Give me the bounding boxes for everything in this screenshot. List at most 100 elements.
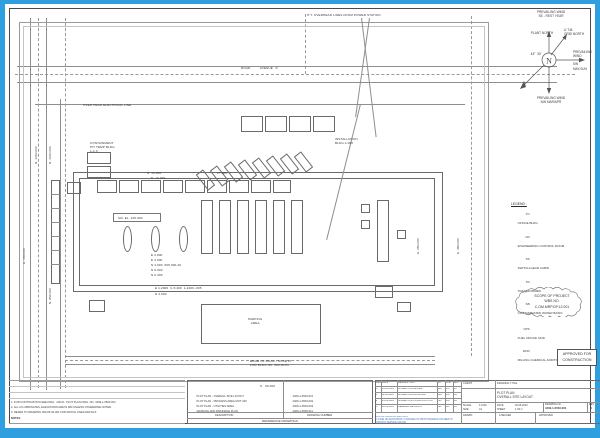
rev-header-desc: DESCRIPTION [398, 381, 415, 384]
strip-div-4 [51, 236, 60, 237]
approved-column-header: APPROVED [539, 414, 553, 417]
rev-row-rev: 2 [376, 399, 378, 402]
legend-sep: : [519, 284, 521, 288]
tank-pad-1 [89, 300, 105, 312]
legend-code: TO [525, 212, 530, 216]
legend-desc: MILLING CHEMICAL ADDITION [517, 358, 561, 362]
rev-value: 4 [590, 407, 592, 410]
drawing-title-label: DRAWING TITLE [497, 382, 518, 385]
rev-row-by: AM [438, 393, 442, 396]
size-label: SIZE [463, 408, 469, 411]
wind-label-utm-grid-north: U.T.M. GRID NORTH [564, 28, 585, 37]
tbr-rev-col-4 [445, 380, 446, 412]
tbr-title-rule-1 [461, 388, 600, 389]
svg-text:N: N [546, 57, 552, 66]
equipment-box-row-a9 [273, 180, 291, 193]
notes-block: 1. FOR CONTINUATION SEE DWG. 200.01 PLOT… [9, 380, 185, 424]
legend-sep: : [519, 261, 521, 266]
ref-row: GRADING AND DRAINAGE PLAN [189, 407, 281, 417]
equipment-box-row-a3 [141, 180, 161, 193]
scope-line-3: C.OM.MRP.DP.12.001 [534, 304, 570, 309]
equipment-box-row-a1 [97, 180, 117, 193]
dim-north-1000: N. 1000.000 [48, 146, 52, 164]
dim-top-1: N 10.000 [147, 171, 162, 175]
label-road-avenue: ROAD AVENUE 'A' [241, 66, 279, 70]
approved-for-construction-stamp: APPROVED FOR CONSTRUCTION [557, 349, 597, 366]
road-south-a [65, 356, 435, 357]
process-column-5 [273, 200, 285, 254]
legend-row: CR : ENGINEERING CONTROL ROOM [511, 230, 597, 253]
ref-row-num: 4409-1-0503-001 [285, 392, 371, 402]
rev-row-date: 24.09.2012 [382, 399, 394, 402]
rev-row-by: SD [438, 405, 442, 408]
ref-col-header-num: DRAWING NUMBER [307, 414, 333, 417]
road-edge-left-b [46, 18, 47, 390]
ref-row: PLOT PLAN - UTILITIES AREA [189, 402, 281, 412]
building-top-center-2 [265, 116, 287, 132]
rev-row-by: AM [438, 387, 442, 390]
road-edge-left-a [30, 18, 31, 390]
tbr-mid-col [495, 380, 496, 412]
ref-row-num: 4409-1-0503-002 [285, 397, 371, 407]
tbr-rev-row-2 [375, 392, 461, 393]
ref-desc: PLOT PLAN - UTILITIES AREA [196, 405, 235, 409]
equipment-box-row-a6 [207, 180, 227, 193]
legend-desc: FUEL OFFICE SKID [517, 335, 545, 340]
ref-row: PLOT PLAN - PROCESS AREA UNIT 200 [189, 397, 281, 407]
tbr-rev-col-3 [437, 380, 438, 412]
note-spec-3: N 4.000 605.000-40 [151, 263, 182, 267]
notes-rule-4 [9, 398, 185, 399]
rev-row-desc: ISSUED FOR CONSTRUCTION [398, 399, 433, 402]
sheet-value: 1 OF 1 [515, 408, 523, 411]
wind-label-prevailing-bottom: PREVAILING WIND NW MAR/APR [536, 96, 566, 105]
date-label: DATE [497, 404, 504, 407]
rev-row-chk: RS [446, 393, 450, 396]
vessel-1 [123, 226, 132, 252]
rev-header-app: APP [454, 381, 459, 384]
rev-row-rev: 0 [376, 387, 378, 390]
ref-header-rule [187, 412, 373, 413]
vessel-3 [179, 226, 188, 252]
legend-desc: TRANSFORMER [517, 288, 541, 293]
dim-east-150: E. 150.000 [22, 248, 26, 264]
legend-title: LEGEND : [511, 202, 527, 206]
tbr-rev-val-col [587, 402, 588, 412]
rev-row-chk: RS [446, 399, 450, 402]
ref-desc: PLOT PLAN - OVERALL SITE LAYOUT [196, 395, 244, 399]
stamp-line-1: APPROVED FOR [562, 352, 592, 357]
rev-row-desc: ISSUED FOR REVIEW [398, 387, 423, 390]
legend: LEGEND : TO : OFFICE BLDG CR : ENGINEERI… [511, 202, 597, 367]
legend-desc: SWITCH-GEAR CABIN [517, 266, 550, 270]
rev-row-chk: RS [446, 387, 450, 390]
legend-code: TR [525, 279, 530, 284]
legend-code: SS [525, 257, 530, 261]
building-right-small-3 [397, 230, 406, 239]
building-top-center-4 [313, 116, 335, 132]
process-column-6 [291, 200, 303, 254]
wind-label-top: PREVAILING WIND SE - REST YEAR [536, 10, 566, 19]
plant-inner-boundary [79, 178, 435, 286]
dim-north-1200: N. 1200.000 [34, 146, 38, 164]
matchline-right-2 [471, 16, 472, 356]
strip-div-5 [51, 250, 60, 251]
strip-div-6 [51, 264, 60, 265]
date-value: 02.05.2013 [515, 404, 528, 407]
road-south-centerline [65, 360, 435, 361]
tbr-rev-row-5 [375, 412, 600, 413]
rev-row-chk: MV [446, 405, 450, 408]
label-south-road: S. 90.000 [260, 384, 276, 388]
rev-row-app: KP [454, 393, 458, 396]
notes-rule-bottom [9, 423, 185, 424]
drawn-column-header: DRAWN [463, 414, 473, 417]
note-spec-5: N 6.300 [151, 273, 163, 277]
tbr-rev-row-4 [375, 404, 461, 405]
legend-sep: : [519, 353, 521, 358]
rev-label: REV [589, 403, 595, 406]
legend-desc: CONTAMINATED WATER BASIN [517, 311, 563, 315]
scope-line-2: WBS NO. [544, 299, 560, 304]
note-coord-2: N 3.000 [155, 292, 167, 296]
scale-label: SCALE [463, 404, 472, 407]
dim-north-850: N. 850.000 [48, 287, 52, 304]
stamp-line-2: CONSTRUCTION [562, 357, 592, 362]
